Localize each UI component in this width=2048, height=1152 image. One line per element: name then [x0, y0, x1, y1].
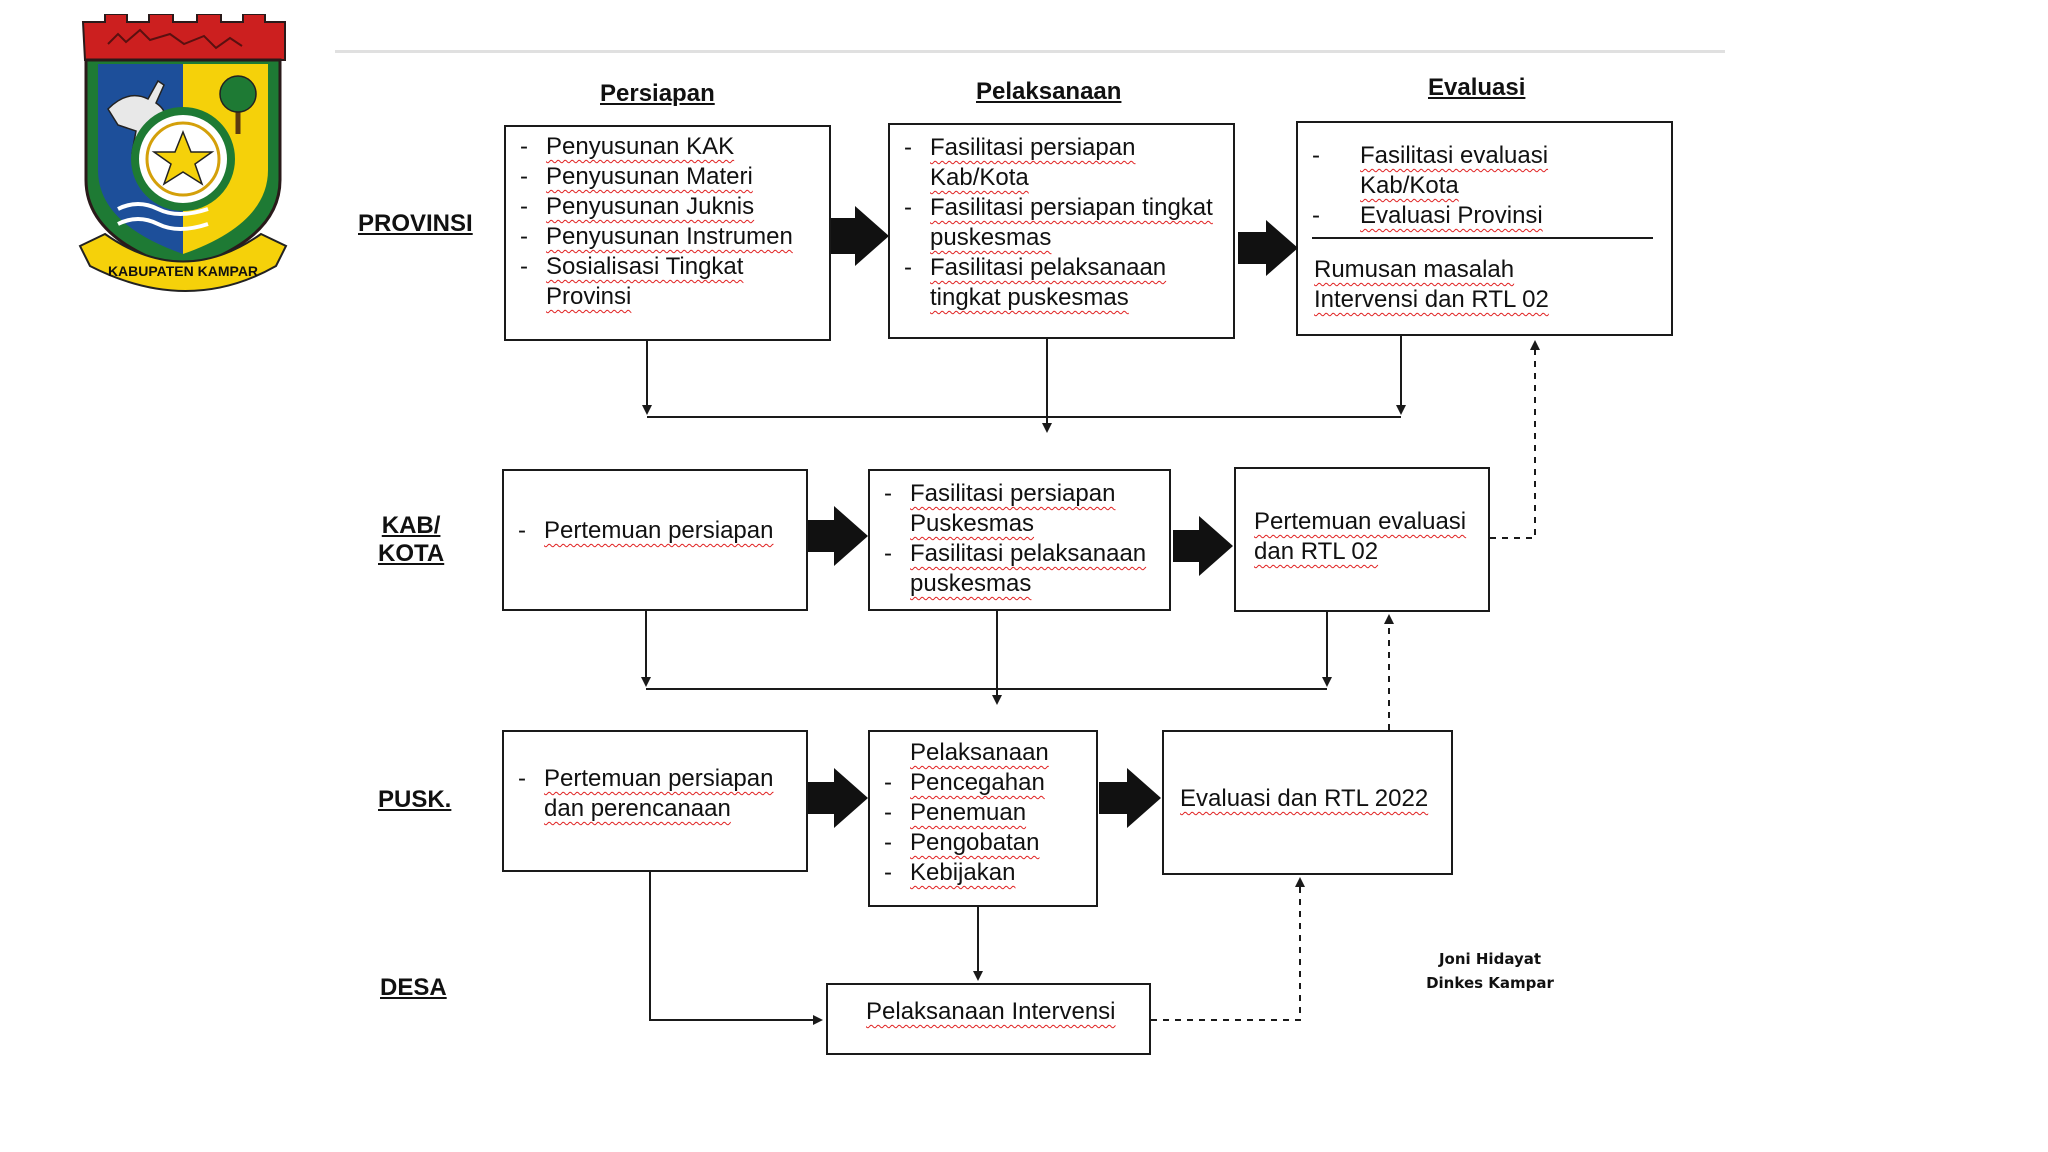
logo-ribbon-text: KABUPATEN KAMPAR [108, 263, 258, 279]
list-item: Pencegahan [870, 768, 1096, 798]
row-header-kabkota: KAB/ KOTA [378, 512, 444, 568]
rumusan-line: Rumusan masalah [1314, 256, 1515, 283]
list-item: Fasilitasi persiapan tingkat puskesmas [890, 193, 1233, 253]
list-item-text: Fasilitasi persiapan tingkat [930, 194, 1213, 221]
pusk-pelaksanaan-title: Pelaksanaan [870, 738, 1096, 768]
desa-intervensi-box: Pelaksanaan Intervensi [826, 983, 1151, 1055]
list-item: Evaluasi Provinsi [1298, 201, 1671, 231]
evaluasi-line: Evaluasi dan RTL 2022 [1180, 785, 1429, 812]
column-header-evaluasi: Evaluasi [1428, 74, 1526, 101]
list-item-text: Pertemuan persiapan [544, 517, 774, 544]
fat-arrow-3 [808, 506, 868, 566]
list-item-text: Pengobatan [910, 829, 1040, 856]
list-item-text: Pertemuan persiapan [544, 765, 774, 792]
kabkota-evaluasi-box: Pertemuan evaluasi dan RTL 02 [1234, 467, 1490, 612]
pusk-pelaksanaan-box: Pelaksanaan Pencegahan Penemuan Pengobat… [868, 730, 1098, 907]
rumusan-line: Intervensi dan RTL 02 [1314, 286, 1549, 313]
list-item: Kebijakan [870, 858, 1096, 888]
list-item: Penyusunan Materi [506, 162, 829, 192]
column-header-pelaksanaan: Pelaksanaan [976, 78, 1122, 105]
list-item-text: Kab/Kota [1360, 172, 1459, 199]
kabkota-evaluasi-text: Pertemuan evaluasi dan RTL 02 [1236, 507, 1488, 567]
list-item-text: Penyusunan Materi [546, 163, 753, 190]
list-item: Fasilitasi pelaksanaan tingkat puskesmas [890, 253, 1233, 313]
list-item: Penemuan [870, 798, 1096, 828]
row-header-pusk: PUSK. [378, 786, 452, 813]
list-item-text: dan perencanaan [544, 795, 731, 822]
list-item: Pengobatan [870, 828, 1096, 858]
evaluasi-line: dan RTL 02 [1254, 538, 1379, 565]
list-item-text: Fasilitasi persiapan [910, 480, 1116, 507]
row-header-kota: KOTA [378, 540, 445, 567]
fat-arrow-4 [1173, 516, 1233, 576]
fat-arrow-2 [1238, 220, 1298, 276]
row-header-provinsi: PROVINSI [358, 210, 473, 237]
list-item-text: Fasilitasi pelaksanaan [930, 254, 1167, 281]
author-credit: Joni Hidayat Dinkes Kampar [1420, 947, 1560, 995]
pusk-persiapan-box: Pertemuan persiapan dan perencanaan [502, 730, 808, 872]
fat-arrow-1 [831, 206, 889, 266]
row-header-desa: DESA [380, 974, 447, 1001]
author-org: Dinkes Kampar [1426, 974, 1554, 992]
list-item: Fasilitasi pelaksanaan puskesmas [870, 539, 1169, 599]
intervensi-line: Pelaksanaan Intervensi [866, 998, 1116, 1025]
fat-arrow-5 [808, 768, 868, 828]
list-item-text: Penyusunan KAK [546, 133, 735, 160]
list-item-text: Fasilitasi pelaksanaan [910, 540, 1147, 567]
kabupaten-kampar-logo: KABUPATEN KAMPAR [78, 14, 288, 292]
list-item: Penyusunan Instrumen [506, 222, 829, 252]
list-item-text: Penyusunan Juknis [546, 193, 755, 220]
kabkota-persiapan-box: Pertemuan persiapan [502, 469, 808, 611]
list-item-text: Penyusunan Instrumen [546, 223, 793, 250]
pusk-evaluasi-box: Evaluasi dan RTL 2022 [1162, 730, 1453, 875]
list-item-text: tingkat puskesmas [930, 284, 1129, 311]
list-item-text: Kebijakan [910, 859, 1016, 886]
desa-intervensi-text: Pelaksanaan Intervensi [828, 997, 1149, 1027]
list-item: Pertemuan persiapan dan perencanaan [504, 764, 806, 824]
list-item: Penyusunan Juknis [506, 192, 829, 222]
list-item-text: puskesmas [910, 570, 1032, 597]
pusk-evaluasi-text: Evaluasi dan RTL 2022 [1164, 784, 1451, 814]
list-item-text: Penemuan [910, 799, 1027, 826]
evaluasi-divider [1312, 237, 1653, 239]
list-item: Penyusunan KAK [506, 132, 829, 162]
list-item-text: puskesmas [930, 224, 1052, 251]
list-item-text: Provinsi [546, 283, 632, 310]
list-item-text: Kab/Kota [930, 164, 1029, 191]
row-header-kab: KAB/ [381, 512, 441, 539]
fat-arrow-6 [1099, 768, 1161, 828]
list-item-text: Pencegahan [910, 769, 1045, 796]
pelaksanaan-title-text: Pelaksanaan [910, 739, 1049, 766]
list-item-text: Sosialisasi Tingkat [546, 253, 744, 280]
list-item-text: Puskesmas [910, 510, 1035, 537]
list-item-text: Evaluasi Provinsi [1360, 202, 1543, 229]
list-item-text: Fasilitasi persiapan [930, 134, 1136, 161]
top-divider [335, 50, 1725, 53]
author-name: Joni Hidayat [1438, 950, 1542, 968]
column-header-persiapan: Persiapan [600, 80, 715, 107]
evaluasi-line: Pertemuan evaluasi [1254, 508, 1467, 535]
list-item: Pertemuan persiapan [504, 516, 806, 546]
list-item-text: Fasilitasi evaluasi [1360, 142, 1549, 169]
provinsi-persiapan-box: Penyusunan KAK Penyusunan Materi Penyusu… [504, 125, 831, 341]
